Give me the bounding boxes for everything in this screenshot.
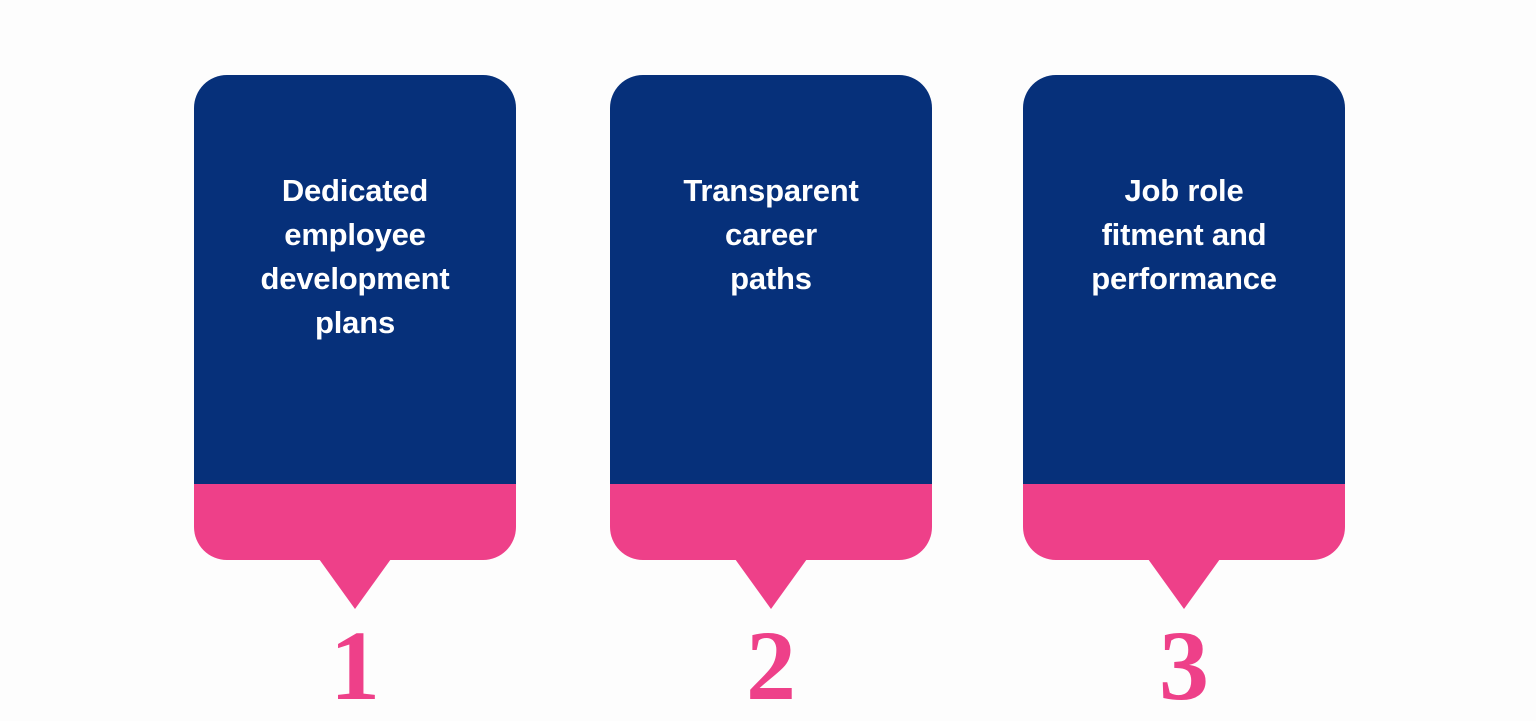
- card-body-1: [194, 75, 516, 484]
- step-number-2: 2: [746, 610, 796, 721]
- step-card-3[interactable]: Job role fitment and performance 3: [1023, 75, 1345, 716]
- card-pointer-3: [1148, 559, 1220, 609]
- card-foot-2: [610, 484, 932, 560]
- card-pointer-1: [319, 559, 391, 609]
- card-foot-3: [1023, 484, 1345, 560]
- step-number-3: 3: [1159, 610, 1209, 721]
- step-number-1: 1: [330, 610, 380, 721]
- step-card-1[interactable]: Dedicated employee development plans 1: [194, 75, 516, 716]
- card-pointer-2: [735, 559, 807, 609]
- card-label-3: Job role fitment and performance: [1091, 173, 1277, 296]
- card-foot-1: [194, 484, 516, 560]
- card-body-3: [1023, 75, 1345, 484]
- card-label-1: Dedicated employee development plans: [260, 173, 450, 340]
- card-body-2: [610, 75, 932, 484]
- step-card-2[interactable]: Transparent career paths 2: [610, 75, 932, 716]
- card-label-2: Transparent career paths: [683, 173, 859, 296]
- infographic-canvas: Dedicated employee development plans 1 T…: [194, 75, 1345, 716]
